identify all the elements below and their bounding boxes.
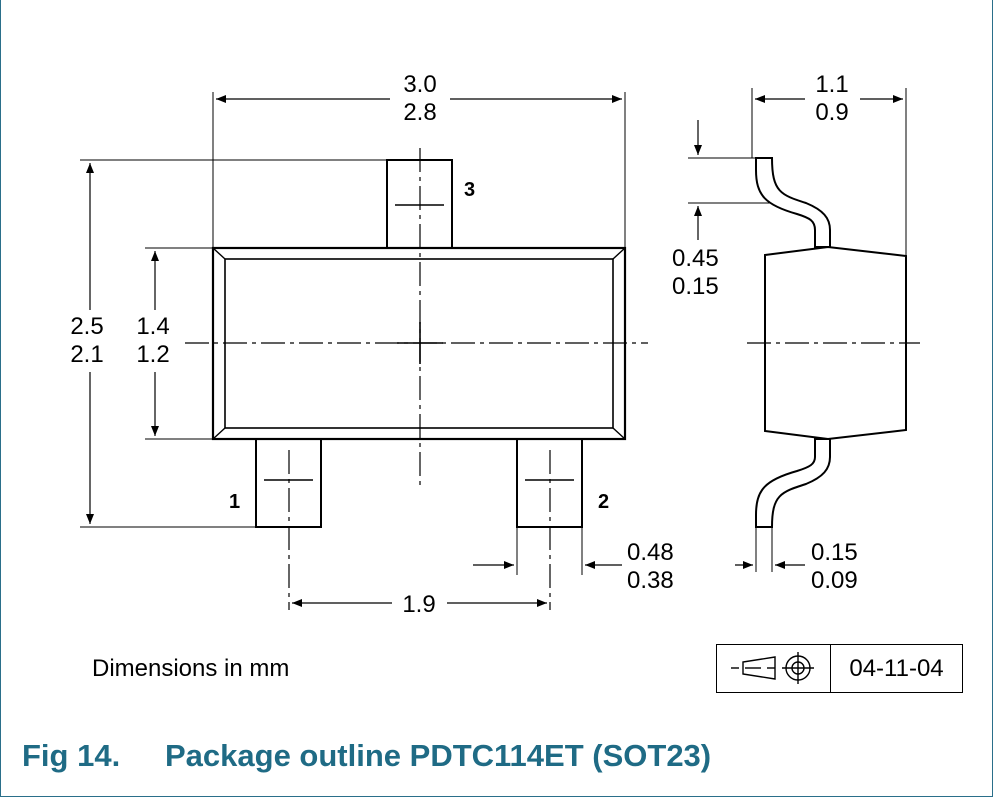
title-block: 04-11-04	[716, 644, 963, 693]
label-body-width-min: 1.2	[136, 341, 169, 368]
label-lead-width-max: 0.48	[627, 539, 674, 566]
label-side-height-max: 1.1	[815, 71, 848, 98]
label-lead-width-min: 0.38	[627, 567, 674, 594]
side-view	[688, 88, 920, 572]
figure-title: Package outline PDTC114ET (SOT23)	[165, 738, 712, 773]
label-body-length-max: 3.0	[403, 71, 436, 98]
side-lead-bottom	[755, 438, 831, 528]
label-overall-height-min: 2.1	[70, 341, 103, 368]
label-body-length-min: 2.8	[403, 99, 436, 126]
pin-label-2: 2	[598, 491, 609, 513]
label-side-height-min: 0.9	[815, 99, 848, 126]
pin-label-3: 3	[464, 179, 475, 201]
figure-caption: Fig 14. Package outline PDTC114ET (SOT23)	[22, 738, 711, 774]
label-lead-pitch: 1.9	[402, 591, 435, 618]
label-lead-foot-min: 0.15	[672, 273, 719, 300]
date-code: 04-11-04	[849, 654, 944, 682]
label-lead-thickness-min: 0.09	[811, 567, 858, 594]
label-overall-height-max: 2.5	[70, 313, 103, 340]
label-lead-thickness-max: 0.15	[811, 539, 858, 566]
label-lead-foot-max: 0.45	[672, 245, 719, 272]
third-angle-projection-icon	[717, 645, 831, 692]
top-view	[80, 92, 648, 610]
label-body-width-max: 1.4	[136, 313, 169, 340]
units-note: Dimensions in mm	[92, 655, 290, 682]
figure-number: Fig 14.	[22, 738, 121, 773]
side-lead-top	[755, 157, 831, 248]
pin-label-1: 1	[229, 491, 240, 513]
